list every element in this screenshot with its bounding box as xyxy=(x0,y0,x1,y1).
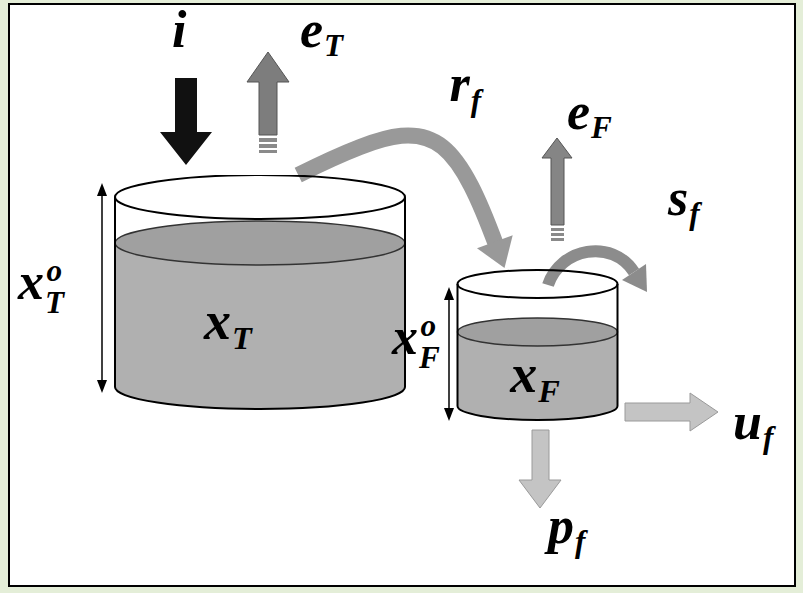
dimension-arrowhead xyxy=(97,380,107,393)
spill-arrow xyxy=(548,251,634,285)
dimension-line xyxy=(448,294,450,414)
arrow-stripe xyxy=(551,228,564,231)
base-letter: e xyxy=(567,83,590,140)
subscript: f xyxy=(471,83,481,118)
subscript: T xyxy=(232,320,252,356)
tank-wall xyxy=(458,284,618,420)
dimension-line xyxy=(101,190,103,386)
sub-superscript: Fo xyxy=(419,323,442,354)
base-letter: r xyxy=(450,55,470,112)
tank-rim xyxy=(458,270,618,298)
subscript: f xyxy=(763,420,773,455)
inflow-arrow xyxy=(160,78,212,165)
tank-outline xyxy=(113,175,407,415)
superscript: o xyxy=(47,255,63,286)
dimension-arrowhead xyxy=(444,408,454,421)
arrow-stripe xyxy=(259,144,277,148)
flux-symbol: xFo xyxy=(392,311,442,371)
subscript: T xyxy=(45,287,64,318)
percolation-arrow xyxy=(519,430,561,508)
flux-symbol: uf xyxy=(733,396,773,456)
flux-symbol: xTo xyxy=(18,256,68,316)
connector-arrowhead xyxy=(477,235,513,268)
spill-arrow-head xyxy=(622,264,647,292)
base-letter: i xyxy=(172,1,186,58)
use-arrow xyxy=(625,393,718,431)
evaporation-arrow xyxy=(247,52,289,135)
tank-node: xF xyxy=(455,268,620,423)
tank-outline xyxy=(455,268,620,423)
panel-frame xyxy=(9,4,795,586)
evaporation-arrow xyxy=(542,138,572,225)
level-symbol: xT xyxy=(204,294,252,356)
tank-wall xyxy=(115,197,405,409)
base-letter: p xyxy=(548,497,574,554)
subscript: F xyxy=(419,342,440,373)
subscript: T xyxy=(324,28,343,63)
water-surface xyxy=(458,318,618,346)
tank-rim xyxy=(115,175,405,219)
base-letter: x xyxy=(18,253,44,310)
dimension-arrowhead xyxy=(97,183,107,196)
subscript: F xyxy=(591,110,612,145)
sub-superscript: To xyxy=(45,268,68,299)
flux-symbol: eT xyxy=(300,4,343,64)
base-letter: x xyxy=(510,344,537,404)
superscript: o xyxy=(421,310,437,341)
base-letter: u xyxy=(733,393,762,450)
water-surface xyxy=(115,221,405,265)
arrow-stripe xyxy=(551,238,564,241)
base-letter: x xyxy=(204,291,231,351)
dimension-arrowhead xyxy=(444,287,454,300)
base-letter: e xyxy=(300,1,323,58)
base-letter: x xyxy=(392,308,418,365)
level-symbol: xF xyxy=(510,347,560,409)
arrow-stripe xyxy=(259,138,277,142)
base-letter: s xyxy=(668,169,688,226)
subscript: f xyxy=(575,524,585,559)
water-body xyxy=(115,243,405,409)
flux-symbol: sf xyxy=(668,172,700,232)
flux-symbol: i xyxy=(172,4,186,64)
subscript: F xyxy=(538,373,560,409)
flux-symbol: eF xyxy=(567,86,612,146)
tank-node: xT xyxy=(113,175,407,415)
arrow-stripe xyxy=(259,150,277,153)
arrow-stripe xyxy=(551,233,564,236)
subscript: f xyxy=(689,196,699,231)
flux-symbol: pf xyxy=(548,500,585,560)
flux-symbol: rf xyxy=(450,58,482,118)
